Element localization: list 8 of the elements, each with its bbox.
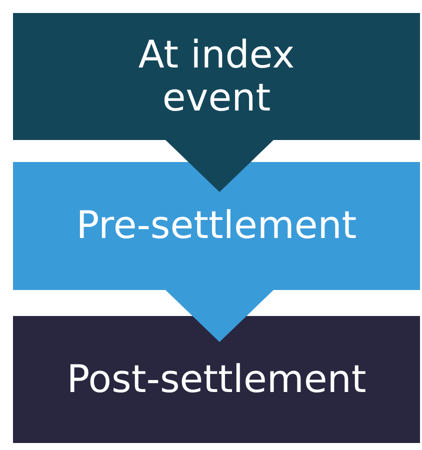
process-box (13, 316, 420, 443)
process-box (13, 13, 420, 140)
box-label: Post-settlement (66, 358, 366, 402)
process-box (13, 162, 420, 290)
box-label: At index event (137, 32, 296, 120)
box-label: Pre-settlement (76, 204, 357, 248)
arrow (166, 290, 274, 342)
arrow (166, 140, 274, 192)
